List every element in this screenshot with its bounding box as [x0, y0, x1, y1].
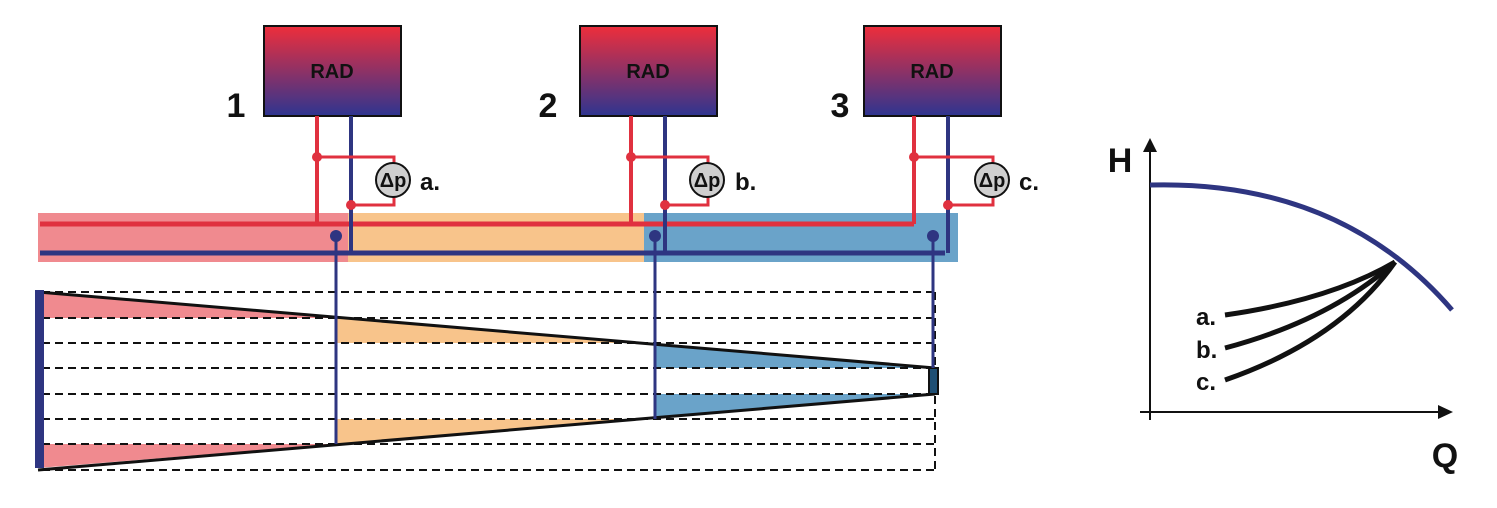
circuit-3-number: 3 [831, 87, 850, 125]
wedge-top-edge [37, 290, 936, 370]
system-curve-a-label: a. [1196, 304, 1216, 331]
dp-gauge-1-label: Δp [380, 170, 407, 192]
circuit-1: RAD 1 Δp a. [227, 25, 440, 253]
tap-points [330, 230, 939, 242]
x-axis-label: Q [1432, 437, 1458, 475]
system-curve-c-label: c. [1196, 369, 1216, 396]
tap-drop-lines [334, 236, 935, 444]
circuit-3-letter: c. [1019, 169, 1039, 196]
system-curve-b [1224, 260, 1397, 351]
circuit-1-letter: a. [420, 169, 440, 196]
dp-gauge-2 [689, 162, 725, 198]
pump-curve-chart: H Q a. b. c. [1108, 138, 1458, 475]
radiator-3-label: RAD [910, 61, 953, 83]
dp-gauge-3-label: Δp [979, 170, 1006, 192]
radiator-2 [579, 25, 718, 117]
circuit-2: RAD 2 Δp b. [539, 25, 756, 253]
y-axis-label: H [1108, 142, 1133, 180]
circuit-3: RAD 3 Δp c. [831, 25, 1039, 253]
wedge-bottom-edge [37, 392, 936, 472]
distribution-pipe [38, 213, 958, 262]
circuit-2-letter: b. [735, 169, 756, 196]
system-curve-a [1224, 259, 1397, 318]
dp-gauge-3 [974, 162, 1010, 198]
radiator-3 [863, 25, 1002, 117]
pump-curve [1149, 182, 1454, 312]
circuit-2-number: 2 [539, 87, 558, 125]
radiator-1 [263, 25, 402, 117]
pressure-wedge [35, 290, 939, 472]
circuit-3-tap-supply [909, 152, 919, 162]
circuit-1-tap-return [346, 200, 356, 210]
circuit-1-tap-supply [312, 152, 322, 162]
dashed-gridlines [42, 291, 936, 471]
circuit-2-tap-supply [626, 152, 636, 162]
dp-gauge-2-label: Δp [694, 170, 721, 192]
dp-gauge-1 [375, 162, 411, 198]
y-axis-arrowhead [1143, 138, 1157, 152]
circuit-3-tap-return [943, 200, 953, 210]
x-axis-arrowhead [1438, 405, 1453, 419]
radiator-1-label: RAD [310, 61, 353, 83]
circuit-1-number: 1 [227, 87, 246, 125]
system-curve-b-label: b. [1196, 337, 1217, 364]
radiator-2-label: RAD [626, 61, 669, 83]
circuit-2-tap-return [660, 200, 670, 210]
wedge-left-bar [35, 290, 44, 468]
wedge-right-tip [928, 367, 939, 395]
system-curve-c [1224, 260, 1398, 383]
